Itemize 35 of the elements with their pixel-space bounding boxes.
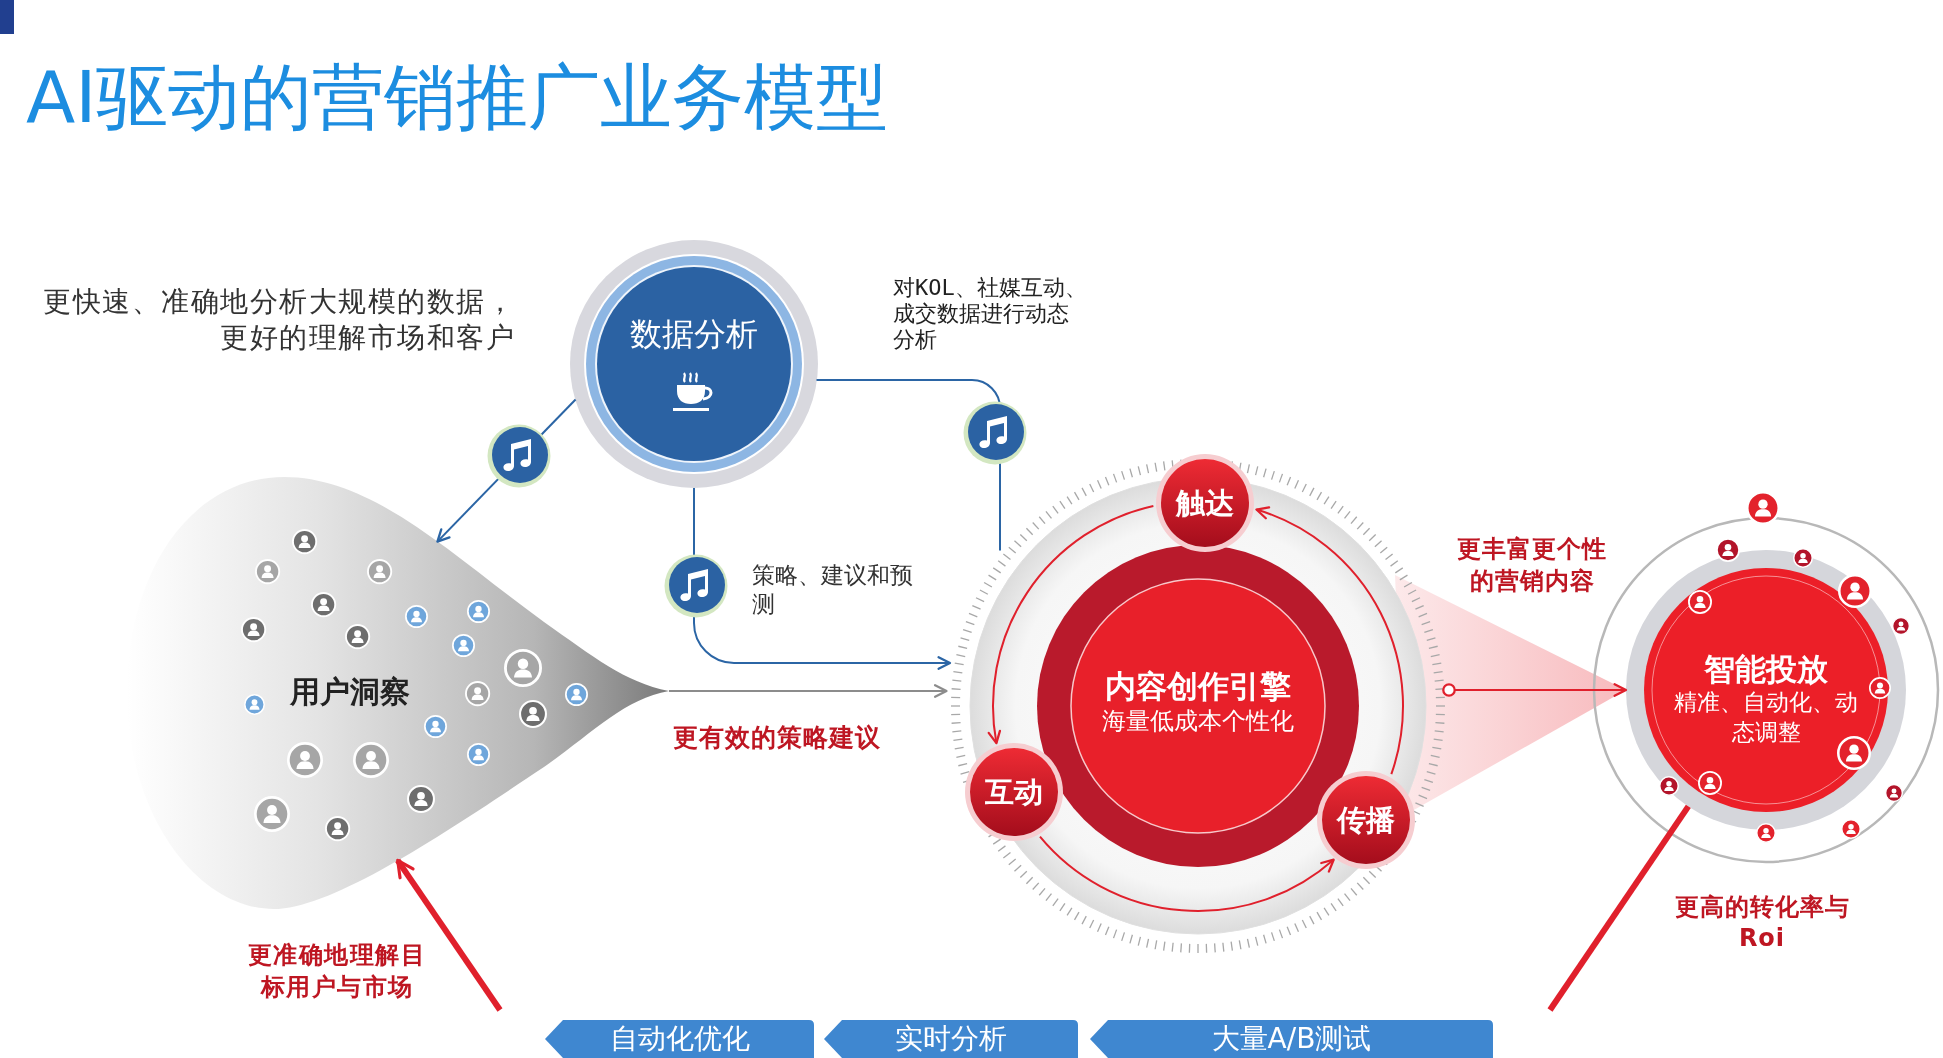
edge-label: 更高的转化率与Roi <box>1673 892 1851 954</box>
node-label: 实时分析 <box>895 1022 1007 1056</box>
target-circle <box>1626 550 1906 830</box>
edge-label: 策略、建议和预测 <box>752 561 914 619</box>
chevron-tab <box>824 1020 1078 1058</box>
node-label: 互动 <box>985 774 1043 810</box>
hub-circle <box>570 240 818 488</box>
node-label: 自动化优化 <box>609 1022 750 1056</box>
chevron-tab <box>1090 1020 1493 1058</box>
curved-arrow <box>1255 506 1404 776</box>
edge-label: 更准确地理解目标用户与市场 <box>246 940 428 1003</box>
node-title: 数据分析 <box>630 314 758 354</box>
page-title: AI驱动的营销推广业务模型 <box>26 54 889 140</box>
stage-circle <box>1156 454 1255 553</box>
arrow <box>668 684 948 698</box>
edge-label: 更丰富更个性的营销内容 <box>1456 534 1608 597</box>
node-label: 大量A/B测试 <box>1211 1022 1372 1056</box>
node-subtitle: 海量低成本个性化 <box>1102 706 1294 736</box>
stage-circle <box>1317 770 1416 869</box>
curved-arrow <box>1039 835 1335 912</box>
node-label: 传播 <box>1337 802 1396 837</box>
edge-label: 更有效的策略建议 <box>673 722 881 754</box>
node-title: 智能投放 <box>1704 651 1828 689</box>
chevron-tab <box>545 1020 814 1058</box>
connector-line <box>1547 804 1691 1012</box>
node-title: 内容创作引擎 <box>1105 668 1291 706</box>
edge-label: 更快速、准确地分析大规模的数据，更好的理解市场和客户 <box>42 284 515 356</box>
arrow <box>395 858 503 1012</box>
edge-label: 对KOL、社媒互动、成交数据进行动态分析 <box>893 275 1088 353</box>
node-subtitle: 精准、自动化、动态调整 <box>1673 688 1859 747</box>
curved-arrow <box>988 504 1155 745</box>
stage-circle <box>965 742 1063 841</box>
arrow <box>1442 683 1628 697</box>
node-title: 用户洞察 <box>290 674 410 710</box>
node-label: 触达 <box>1176 485 1235 521</box>
